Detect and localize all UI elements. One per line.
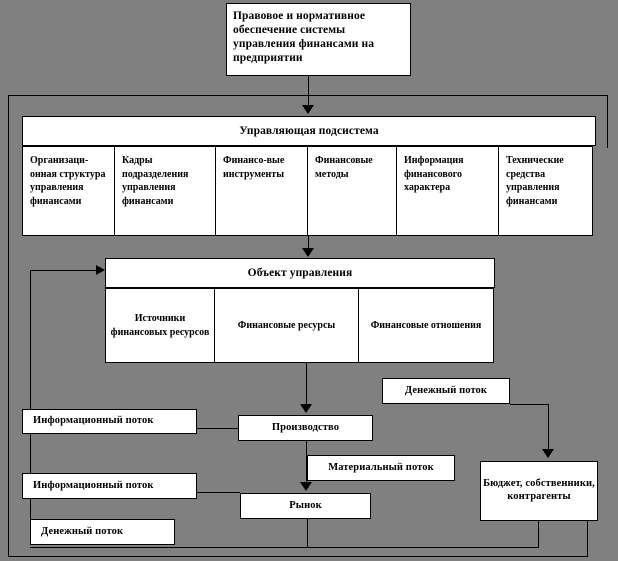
managed-object-cells: Источники финансовых ресурсов Финансовые… [105, 288, 495, 363]
frame-top-edge [8, 95, 608, 96]
budget-owners-counterparties-box: Бюджет, собственники, контрагенты [480, 461, 598, 521]
connector-infoflow1-to-production [197, 428, 238, 429]
managed-object-header: Объект управления [105, 258, 495, 288]
cell-financial-instruments: Финансо-вые инструменты [215, 146, 308, 236]
cell-technical-means: Технические средства управления финансам… [498, 146, 593, 236]
cash-flow-bottom-box: Денежный поток [30, 519, 175, 545]
connector-infoflow2-to-market [197, 492, 240, 493]
cell-financial-methods: Финансовые методы [307, 146, 397, 236]
arrow-object-to-production [300, 404, 312, 413]
cell-financial-relations: Финансовые отношения [358, 288, 494, 363]
arrow-cashflowtop-to-budget [542, 449, 554, 458]
connector-cashflowtop-vertical [548, 404, 549, 449]
cell-org-structure: Организаци-онная структура управления фи… [22, 146, 115, 236]
connector-budget-return-vertical [538, 521, 539, 548]
connector-object-to-production [306, 363, 307, 406]
information-flow-2-box: Информационный поток [22, 473, 197, 499]
material-flow-box: Материальный поток [307, 455, 455, 481]
frame-left-edge [8, 95, 9, 557]
cell-sources-of-financial-resources: Источники финансовых ресурсов [105, 288, 215, 363]
connector-cashflowbottom-vertical [30, 499, 31, 519]
cell-financial-information: Информация финансового характера [396, 146, 499, 236]
cell-financial-resources: Финансовые ресурсы [214, 288, 359, 363]
cash-flow-top-box: Денежный поток [382, 378, 510, 404]
connector-subsystem-to-object [308, 236, 309, 250]
arrow-title-to-subsystem [302, 105, 314, 114]
market-box: Рынок [240, 493, 371, 519]
connector-budget-return-horizontal [307, 547, 539, 548]
frame-bottom-edge [8, 556, 588, 557]
production-box: Производство [238, 415, 373, 441]
arrow-subsystem-to-object [302, 248, 314, 257]
connector-budget-outer-vertical [587, 521, 588, 557]
connector-production-to-market [306, 441, 307, 483]
connector-infoflow2-vertical [30, 434, 31, 473]
managing-subsystem-header: Управляющая подсистема [22, 116, 596, 146]
connector-market-return-horizontal [30, 547, 308, 548]
cell-personnel: Кадры подразделения управления финансами [114, 146, 216, 236]
connector-title-to-subsystem [308, 76, 309, 106]
connector-infoflow1-vertical [30, 270, 31, 410]
frame-right-edge [607, 95, 608, 148]
arrow-production-to-market [300, 482, 312, 491]
arrow-infoflow1-to-object [96, 265, 105, 275]
legal-regulatory-support-box: Правовое и нормативное обеспечение систе… [226, 3, 411, 76]
connector-cashflowtop-horizontal [510, 404, 549, 405]
information-flow-1-box: Информационный поток [22, 409, 197, 434]
connector-market-return-vertical [307, 519, 308, 548]
connector-infoflow1-horizontal [30, 270, 98, 271]
managing-subsystem-cells: Организаци-онная структура управления фи… [22, 146, 596, 236]
